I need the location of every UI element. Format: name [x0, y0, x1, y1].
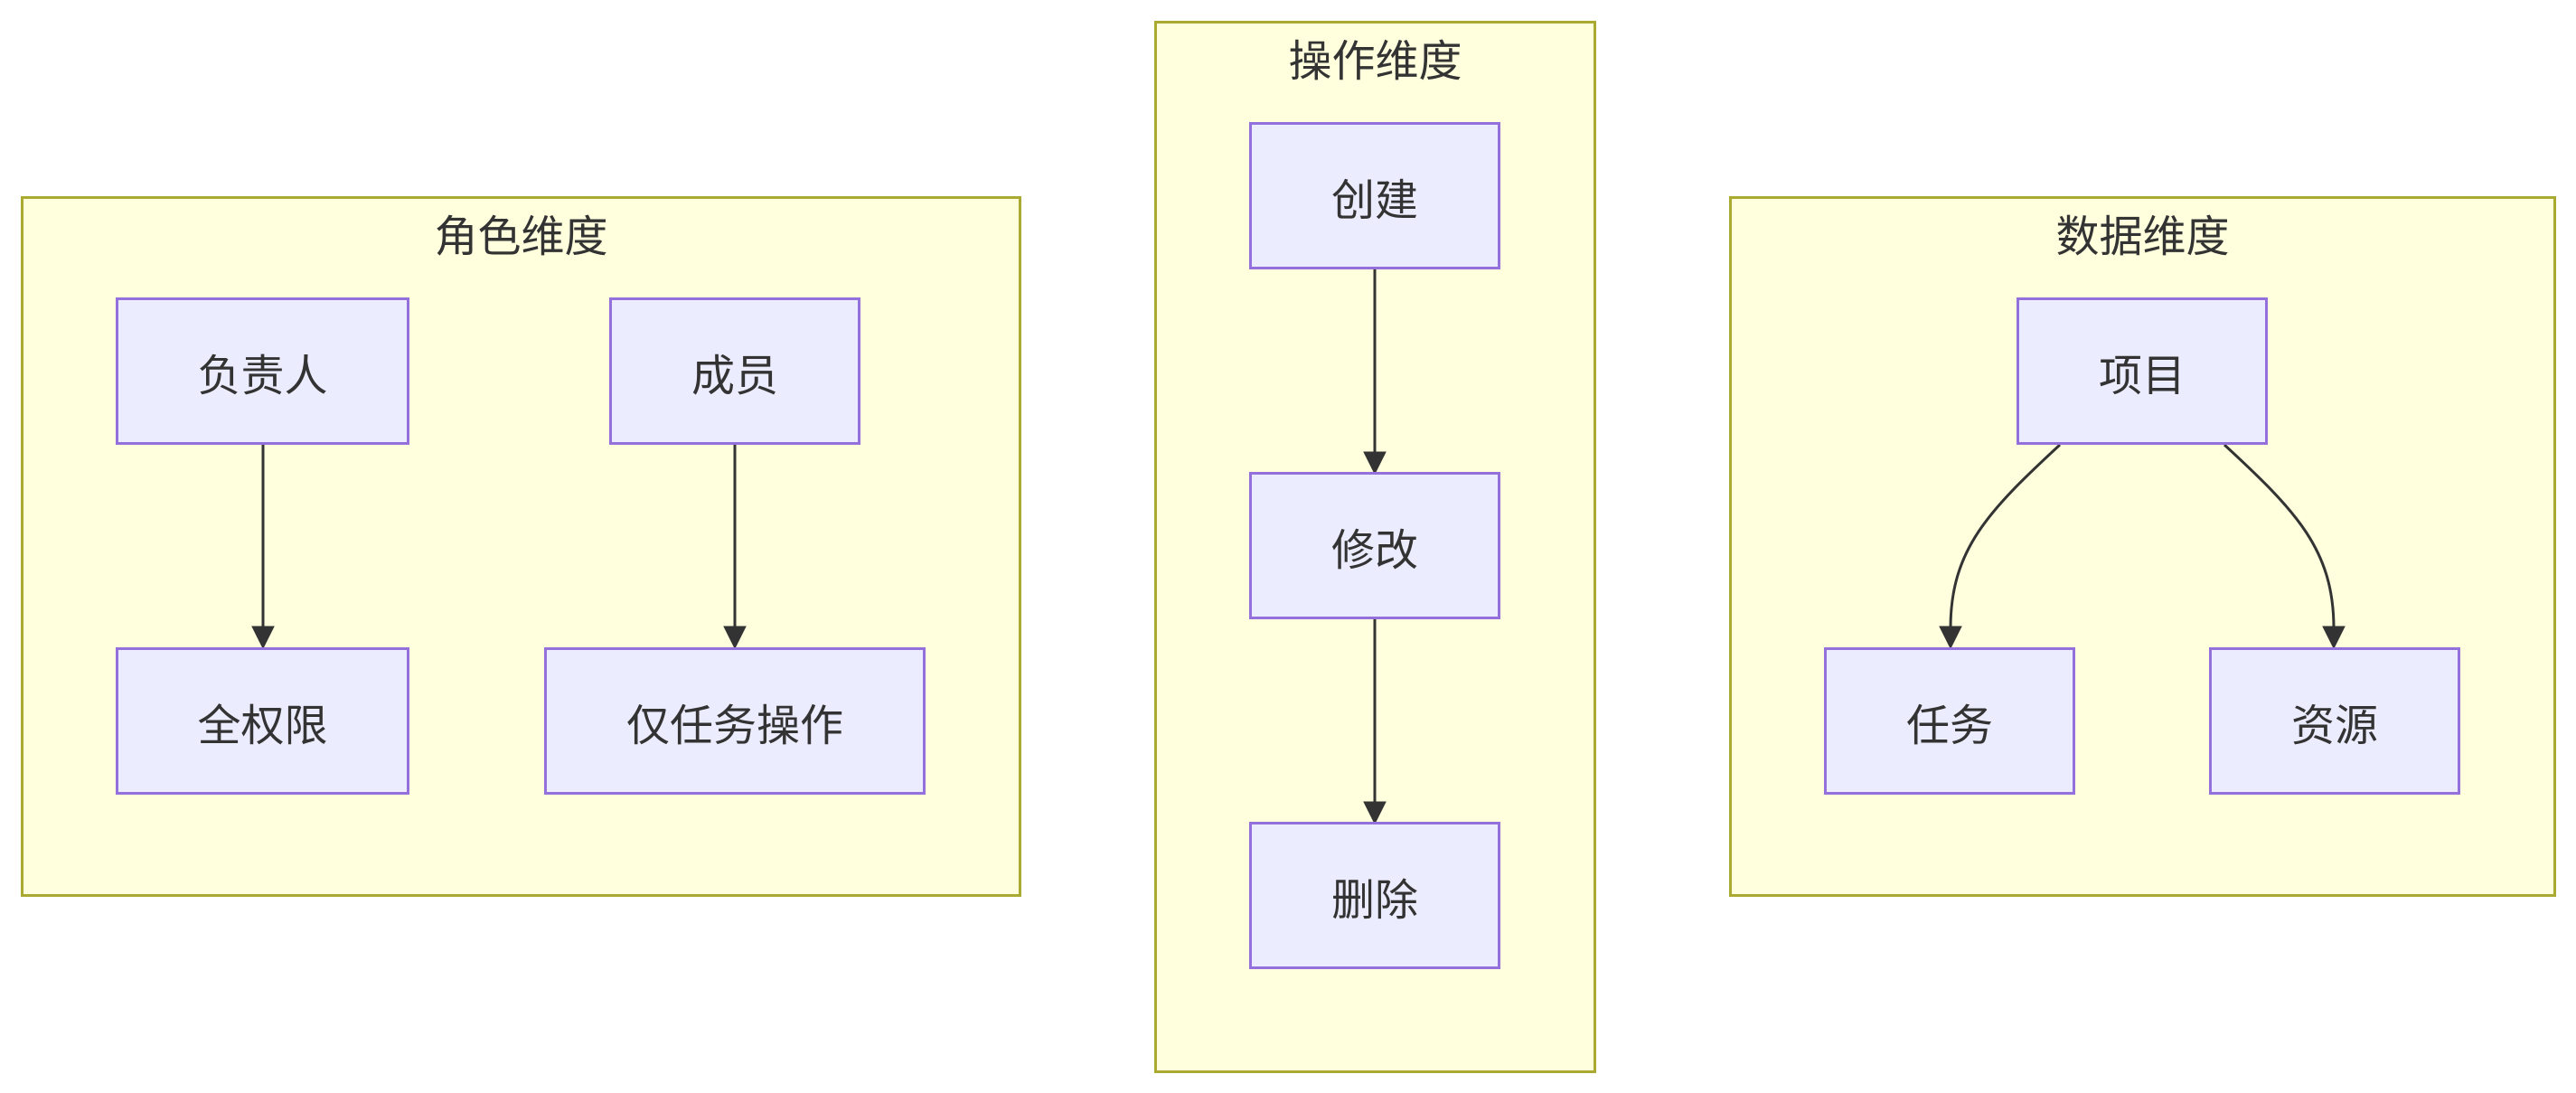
node-delete: 删除: [1249, 822, 1500, 969]
node-member: 成员: [609, 297, 860, 445]
node-full-permission: 全权限: [116, 647, 409, 795]
edge-project-task: [1949, 443, 2062, 629]
arrowhead-owner-full-permission: [251, 626, 275, 650]
arrowhead-create-modify: [1363, 451, 1387, 476]
arrowhead-member-task-ops: [723, 626, 747, 650]
node-owner: 负责人: [116, 297, 409, 445]
node-project-label: 项目: [2098, 350, 2186, 401]
cluster-role-title: 角色维度: [434, 212, 608, 262]
node-task-label: 任务: [1905, 700, 1993, 751]
node-owner-label: 负责人: [197, 350, 328, 401]
node-full-permission-label: 全权限: [197, 700, 328, 751]
node-modify: 修改: [1249, 472, 1500, 619]
node-project: 项目: [2017, 297, 2268, 445]
arrowhead-project-resource: [2322, 626, 2346, 650]
node-task-ops-only-label: 仅任务操作: [625, 700, 843, 751]
node-create-label: 创建: [1330, 174, 1418, 226]
cluster-data-title: 数据维度: [2055, 212, 2230, 262]
node-delete-label: 删除: [1330, 874, 1418, 926]
node-create: 创建: [1249, 122, 1500, 269]
node-resource-label: 资源: [2290, 700, 2378, 751]
edge-project-resource: [2223, 443, 2336, 629]
node-modify-label: 修改: [1330, 524, 1418, 576]
arrowhead-project-task: [1939, 626, 1962, 650]
cluster-operation-title: 操作维度: [1288, 36, 1462, 87]
node-resource: 资源: [2209, 647, 2460, 795]
node-task: 任务: [1824, 647, 2075, 795]
node-member-label: 成员: [691, 350, 778, 401]
node-task-ops-only: 仅任务操作: [544, 647, 926, 795]
arrowhead-modify-delete: [1363, 801, 1387, 825]
